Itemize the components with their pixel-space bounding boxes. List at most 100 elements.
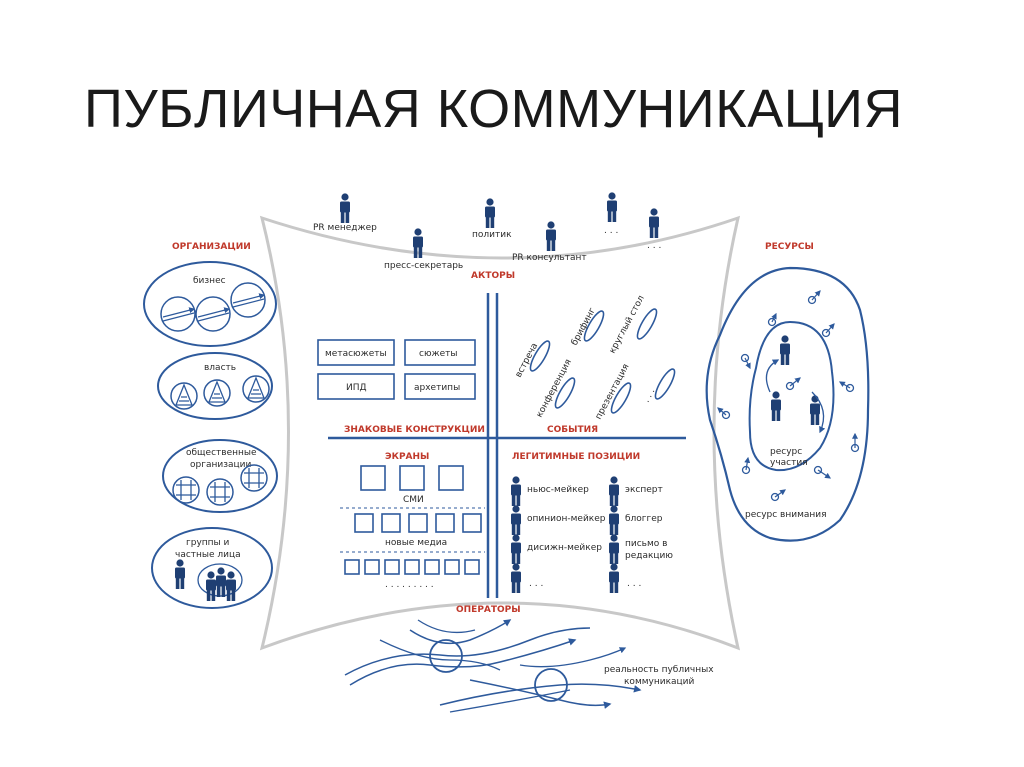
ipd-label: ИПД [346,383,367,393]
position-person-icon [609,563,619,593]
positions-section: ЛЕГИТИМНЫЕ ПОЗИЦИИ ньюс-мейкер опинион-м… [511,452,673,593]
reality-label-line2: коммуникаций [624,677,695,687]
actor-person-icon [649,208,659,238]
event-ellipse [529,340,551,372]
position-letter-line1: письмо в [625,539,667,549]
screen-box [381,513,401,533]
event-ellipse [654,368,676,400]
resource-person-icon [771,391,781,421]
groups-ellipse [151,527,273,609]
resources-header: РЕСУРСЫ [765,242,814,252]
smi-label: СМИ [403,495,424,505]
actor-person-icon [546,221,556,251]
events-section: встреча брифинг круглый стол конференция… [514,294,676,435]
position-expert: эксперт [625,485,663,495]
public-orgs-ellipse [162,439,278,513]
actor-label: политик [472,230,512,240]
position-news-maker: ньюс-мейкер [527,485,589,495]
page-title: ПУБЛИЧНАЯ КОММУНИКАЦИЯ [84,79,903,139]
public-orgs-grid-icon [172,464,268,506]
screen-box [360,465,386,491]
event-ellipse [554,377,576,409]
groups-people-icon [175,559,243,601]
screen-box [462,513,482,533]
screens-header: ЭКРАНЫ [385,452,429,462]
positions-header: ЛЕГИТИМНЫЕ ПОЗИЦИИ [512,452,640,462]
screen-box [424,559,440,575]
business-label: бизнес [193,276,226,286]
actor-label: PR консультант [512,253,587,263]
organizations-header: ОРГАНИЗАЦИИ [172,242,251,252]
events-header: СОБЫТИЯ [547,425,598,435]
power-pyramids-icon [170,375,270,410]
actor-label: . . . [604,226,618,236]
organizations-section: ОРГАНИЗАЦИИ бизнес власть общественные о… [143,242,278,609]
business-ellipse [143,261,277,347]
quadrant-divider [328,293,686,598]
position-person-icon [609,505,619,535]
position-blogger: блоггер [625,514,663,524]
groups-label-line2: частные лица [175,550,241,560]
position-more-right: . . . [627,579,641,589]
metaplots-box [317,339,395,366]
operator-node [534,668,568,702]
actors-header: АКТОРЫ [471,271,515,281]
screen-box [408,513,428,533]
attention-resource-shape [705,266,870,542]
actor-person-icon [607,192,617,222]
position-design-maker: дисижн-мейкер [527,543,602,553]
power-ellipse [157,352,273,420]
position-more-left: . . . [529,579,543,589]
event-meeting-label: встреча [514,342,540,380]
public-orgs-label-line2: организации [190,460,251,470]
actor-label: . . . [647,241,661,251]
public-orgs-label-line1: общественные [186,448,257,458]
participation-resource-shape [748,320,835,472]
groups-label-line1: группы и [186,538,230,548]
operators-header: ОПЕРАТОРЫ [456,605,521,615]
position-person-icon [511,505,521,535]
reality-label-line1: реальность публичных [604,665,714,675]
attention-label: ресурс внимания [745,510,827,520]
position-person-icon [609,534,619,564]
screens-section: ЭКРАНЫ СМИ новые медиа . . . . . . . . . [340,452,485,590]
event-ellipse [636,308,658,340]
position-person-icon [511,534,521,564]
event-briefing-label: брифинг [570,306,598,347]
event-more-label: . . . [642,387,658,404]
power-label: власть [204,363,236,373]
screen-box [404,559,420,575]
business-arrows-icon [160,282,266,332]
event-ellipse [610,382,632,414]
resource-markers [717,290,860,502]
event-conference-label: конференция [535,358,574,420]
actor-person-icon [340,193,350,223]
sign-constructs-section: метасюжеты сюжеты ИПД архетипы ЗНАКОВЫЕ … [317,339,485,435]
screen-box [464,559,480,575]
screen-box [444,559,460,575]
resources-section: РЕСУРСЫ ресурс участия ресурс внимания [705,242,870,542]
actor-label: PR менеджер [313,223,377,233]
event-ellipse [583,310,605,342]
position-opinion-maker: опинион-мейкер [527,514,606,524]
screen-box [384,559,400,575]
actor-label: пресс-секретарь [384,261,463,271]
metaplots-label: метасюжеты [325,349,387,359]
participation-label-line1: ресурс [770,447,802,457]
archetypes-label: архетипы [414,383,460,393]
participation-label-line2: участия [770,458,808,468]
frame-shape [259,215,741,651]
resource-person-icon [780,335,790,365]
plots-box [404,339,476,366]
operators-section: ОПЕРАТОРЫ реальность публичных коммуника… [344,605,714,713]
actor-person-icon [485,198,495,228]
new-media-label: новые медиа [385,538,447,548]
sign-constructs-header: ЗНАКОВЫЕ КОНСТРУКЦИИ [344,425,485,435]
screen-box [438,465,464,491]
position-person-icon [511,563,521,593]
plots-label: сюжеты [419,349,458,359]
screen-box [364,559,380,575]
position-letter-line2: редакцию [625,551,673,561]
actors-section: PR менеджер пресс-секретарь политик PR к… [313,192,661,281]
